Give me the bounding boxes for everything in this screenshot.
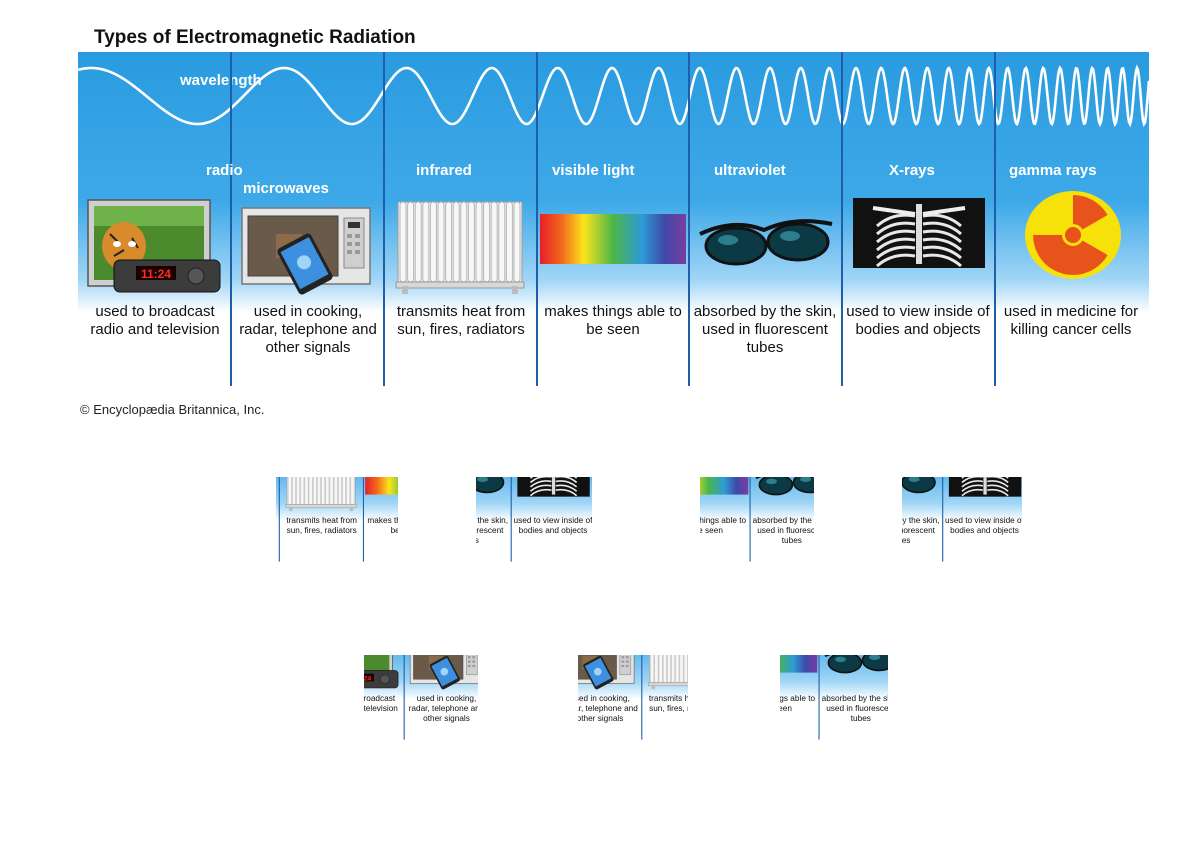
radiation-symbol-icon <box>1025 191 1121 279</box>
wavelength-wave <box>78 64 1149 128</box>
radiator-illustration <box>648 655 688 690</box>
sunglasses-illustration <box>755 477 814 496</box>
thumbnail-crop[interactable]: wavelength radio microwaves infrared vis… <box>780 655 888 767</box>
band-label-ultraviolet: ultraviolet <box>714 162 786 179</box>
band-divider <box>403 655 405 740</box>
band-label-microwaves: microwaves <box>243 180 329 197</box>
desc-ultraviolet: absorbed by the skin, used in fluorescen… <box>821 694 888 724</box>
sunglasses-illustration <box>476 477 505 494</box>
desc-infrared: transmits heat from sun, fires, radiator… <box>396 303 526 338</box>
band-label-radio: radio <box>206 162 243 179</box>
desc-gamma-rays: used in medicine for killing cancer cell… <box>1003 303 1139 338</box>
radiator-illustration <box>285 477 357 512</box>
sunglasses-illustration <box>699 219 833 266</box>
desc-x-rays: used to view inside of bodies and object… <box>945 516 1022 536</box>
thumbnail-panel-copy: wavelength radio microwaves infrared vis… <box>476 477 592 562</box>
band-divider <box>510 477 512 562</box>
desc-ultraviolet: absorbed by the skin, used in fluorescen… <box>476 516 509 545</box>
desc-ultraviolet: absorbed by the skin, used in fluorescen… <box>693 303 837 356</box>
band-label-visible-light: visible light <box>552 162 635 179</box>
band-divider <box>230 52 232 386</box>
desc-x-rays: used to view inside of bodies and object… <box>513 516 592 536</box>
band-divider <box>278 477 280 562</box>
page-title: Types of Electromagnetic Radiation <box>94 27 416 48</box>
microwave-phone-illustration <box>276 477 278 517</box>
thumbnail-crop[interactable]: wavelength radio microwaves infrared vis… <box>700 477 814 599</box>
band-label-infrared: infrared <box>416 162 472 179</box>
thumbnail-crop[interactable]: wavelength radio microwaves infrared vis… <box>276 477 398 619</box>
wavelength-label: wavelength <box>180 72 262 89</box>
desc-visible-light: makes things able to be seen <box>544 303 682 338</box>
band-divider <box>688 52 690 386</box>
band-divider <box>994 52 996 386</box>
thumbnail-crop[interactable]: wavelength radio microwaves infrared vis… <box>902 477 1022 591</box>
band-divider <box>362 477 364 562</box>
thumbnail-panel-copy: wavelength radio microwaves infrared vis… <box>780 655 888 740</box>
radiator-illustration <box>395 201 525 294</box>
thumbnail-panel-copy: wavelength radio microwaves infrared vis… <box>364 655 478 740</box>
band-divider <box>641 655 643 740</box>
visible-spectrum-bar <box>540 214 686 264</box>
desc-microwaves: used in cooking, radar, telephone and ot… <box>408 694 478 724</box>
desc-radio: used to broadcast radio and television <box>364 694 398 714</box>
microwave-phone-illustration <box>578 655 635 690</box>
desc-ultraviolet: absorbed by the skin, used in fluorescen… <box>752 516 814 546</box>
microwave-phone-illustration <box>241 207 371 295</box>
band-label-x-rays: X-rays <box>889 162 935 179</box>
thumbnail-crop[interactable]: wavelength radio microwaves infrared vis… <box>578 655 688 787</box>
desc-x-rays: used to view inside of bodies and object… <box>846 303 990 338</box>
thumbnail-panel-copy: wavelength radio microwaves infrared vis… <box>902 477 1022 562</box>
visible-spectrum-bar <box>365 477 398 495</box>
sunglasses-illustration <box>824 655 888 674</box>
x-ray-illustration <box>948 477 1022 497</box>
tv-radio-illustration: 11:24 <box>87 199 221 293</box>
desc-visible-light: makes things able to be seen <box>700 516 747 536</box>
copyright-notice: © Encyclopædia Britannica, Inc. <box>80 402 265 417</box>
desc-infrared: transmits heat from sun, fires, radiator… <box>648 694 688 714</box>
desc-infrared: transmits heat from sun, fires, radiator… <box>286 516 357 536</box>
clock-display: 11:24 <box>364 675 371 682</box>
desc-ultraviolet: absorbed by the skin, used in fluorescen… <box>902 516 940 546</box>
x-ray-illustration <box>517 477 590 497</box>
band-divider <box>841 52 843 386</box>
clock-display: 11:24 <box>141 267 171 281</box>
microwave-phone-illustration <box>409 655 478 690</box>
desc-microwaves: used in cooking, radar, telephone and ot… <box>239 303 377 356</box>
sunglasses-illustration <box>902 477 936 494</box>
desc-visible-light: makes things able to be seen <box>367 516 398 536</box>
band-divider <box>749 477 751 562</box>
desc-microwaves: used in cooking, radar, telephone and ot… <box>578 694 638 724</box>
desc-radio: used to broadcast radio and television <box>90 303 220 338</box>
band-divider <box>942 477 943 562</box>
band-divider <box>536 52 538 386</box>
x-ray-illustration <box>853 198 985 268</box>
thumbnail-panel-copy: wavelength radio microwaves infrared vis… <box>700 477 814 562</box>
band-divider <box>818 655 820 740</box>
desc-microwaves: used in cooking, radar, telephone and ot… <box>276 516 279 546</box>
thumbnail-panel-copy: wavelength radio microwaves infrared vis… <box>578 655 688 740</box>
thumbnail-crop[interactable]: wavelength radio microwaves infrared vis… <box>476 477 592 599</box>
spectrum-panel: wavelength radio microwaves infrared vis… <box>78 52 1149 386</box>
band-divider <box>383 52 385 386</box>
band-label-gamma-rays: gamma rays <box>1009 162 1097 179</box>
tv-radio-illustration: 11:24 <box>364 655 399 689</box>
visible-spectrum-bar <box>780 655 818 673</box>
thumbnail-panel-copy: wavelength radio microwaves infrared vis… <box>276 477 398 562</box>
thumbnail-crop[interactable]: wavelength radio microwaves infrared vis… <box>364 655 478 787</box>
visible-spectrum-bar <box>700 477 749 495</box>
desc-visible-light: makes things able to be seen <box>780 694 816 714</box>
